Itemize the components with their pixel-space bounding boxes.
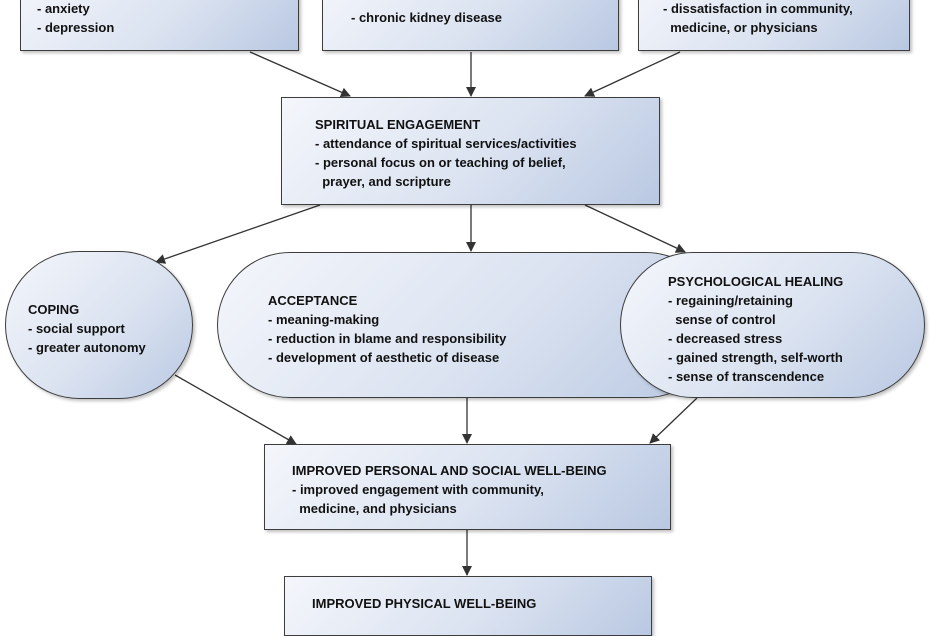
item-greater-autonomy: - greater autonomy	[28, 340, 146, 355]
item-personal-focus: - personal focus on or teaching of belie…	[315, 155, 566, 170]
node-physical-well-being: IMPROVED PHYSICAL WELL-BEING	[284, 576, 652, 636]
item-improved-engagement: - improved engagement with community,	[292, 482, 544, 497]
physical-well-being-title: IMPROVED PHYSICAL WELL-BEING	[312, 596, 537, 611]
item-transcendence: - sense of transcendence	[668, 369, 825, 384]
item-depression: - depression	[37, 20, 115, 35]
item-reduction-blame: - reduction in blame and responsibility	[268, 331, 507, 346]
personal-social-title: IMPROVED PERSONAL AND SOCIAL WELL-BEING	[292, 463, 607, 478]
node-top-right: - dissatisfaction in community, medicine…	[638, 0, 910, 51]
node-top-left: - anxiety - depression	[20, 0, 299, 51]
arrow-spiritual-to-coping	[155, 204, 321, 264]
item-anxiety: - anxiety	[37, 1, 90, 16]
arrow-spiritual-to-healing	[584, 204, 686, 253]
item-sense-of-control: sense of control	[668, 312, 776, 327]
item-social-support: - social support	[28, 321, 125, 336]
node-personal-social-well-being: IMPROVED PERSONAL AND SOCIAL WELL-BEING …	[264, 444, 671, 530]
arrow-coping-to-personal	[174, 374, 297, 445]
item-prayer-scripture: prayer, and scripture	[315, 174, 451, 189]
item-attendance: - attendance of spiritual services/activ…	[315, 136, 577, 151]
node-top-center: - chronic kidney disease	[322, 0, 619, 51]
item-dissatisfaction: - dissatisfaction in community,	[663, 1, 853, 16]
item-aesthetic: - development of aesthetic of disease	[268, 350, 500, 365]
psychological-healing-title: PSYCHOLOGICAL HEALING	[668, 274, 844, 289]
item-chronic-kidney-disease: - chronic kidney disease	[351, 10, 503, 25]
node-psychological-healing: PSYCHOLOGICAL HEALING - regaining/retain…	[620, 252, 925, 398]
item-decreased-stress: - decreased stress	[668, 331, 783, 346]
arrow-topleft-to-spiritual	[249, 51, 351, 97]
arrow-healing-to-personal	[649, 397, 698, 444]
acceptance-title: ACCEPTANCE	[268, 293, 358, 308]
node-coping: COPING - social support - greater autono…	[5, 251, 193, 399]
node-spiritual-engagement: SPIRITUAL ENGAGEMENT - attendance of spi…	[281, 97, 660, 205]
item-meaning-making: - meaning-making	[268, 312, 380, 327]
item-improved-engagement-cont: medicine, and physicians	[292, 501, 457, 516]
coping-title: COPING	[28, 302, 80, 317]
arrow-topright-to-spiritual	[584, 51, 681, 97]
connector-layer	[155, 51, 698, 576]
item-gained-strength: - gained strength, self-worth	[668, 350, 843, 365]
item-dissatisfaction-cont: medicine, or physicians	[663, 20, 818, 35]
spiritual-engagement-title: SPIRITUAL ENGAGEMENT	[315, 117, 481, 132]
item-regaining-control: - regaining/retaining	[668, 293, 793, 308]
